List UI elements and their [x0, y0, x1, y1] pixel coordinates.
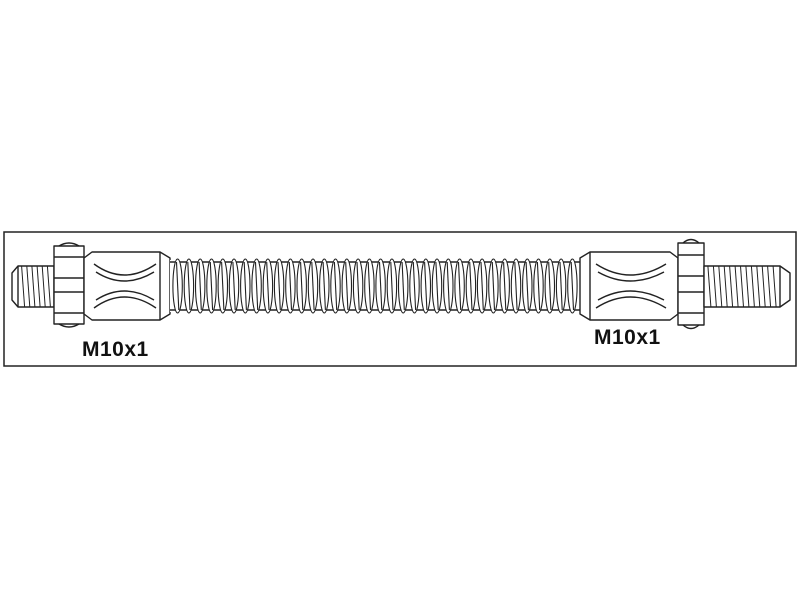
coil-turn-line — [175, 261, 180, 311]
coil-turn-line — [232, 261, 236, 311]
coil-turn-line — [209, 261, 214, 311]
left-thread-line — [31, 265, 36, 308]
coil-turn-line — [559, 261, 563, 311]
left-thread-line — [41, 265, 46, 308]
coil-turn-line — [525, 261, 529, 311]
coil-turn-line — [345, 261, 349, 311]
right-hex-nut-icon — [677, 238, 705, 330]
left-fitting-icon — [83, 251, 171, 321]
left-thread-line — [46, 265, 51, 308]
coil-turn-line — [503, 261, 507, 311]
coil-turn-line — [187, 261, 191, 311]
coil-turn-line — [390, 261, 394, 311]
right-threaded-end-icon — [703, 265, 791, 308]
right-thread-size-label: M10x1 — [594, 326, 661, 349]
coil-turn-line — [367, 261, 372, 311]
coil-turn-line — [198, 261, 202, 311]
coil-turn-line — [300, 261, 304, 311]
coil-turn-line — [322, 261, 326, 311]
right-thread-line — [740, 265, 744, 308]
right-thread-line — [723, 265, 728, 308]
left-thread-line — [21, 265, 26, 308]
coil-turn-line — [491, 261, 496, 311]
coil-turn-line — [254, 261, 259, 311]
coil-turn-line — [221, 261, 225, 311]
coil-turn-line — [333, 261, 338, 311]
coil-turn-line — [446, 261, 450, 311]
right-thread-line — [756, 265, 761, 308]
left-thread-line — [36, 265, 41, 308]
coil-turn-line — [480, 261, 484, 311]
coil-turn-line — [266, 261, 270, 311]
right-thread-line — [729, 265, 734, 308]
coil-turn-line — [288, 261, 293, 311]
coil-turn-line — [548, 261, 552, 311]
left-thread-line — [26, 265, 31, 308]
right-thread-line — [761, 265, 766, 308]
coil-turn-line — [514, 261, 518, 311]
coil-turn-line — [457, 261, 462, 311]
coil-turn-line — [277, 261, 281, 311]
coil-turn-line — [356, 261, 360, 311]
coil-turn-line — [469, 261, 473, 311]
right-thread-line — [767, 265, 772, 308]
coil-turn-line — [536, 261, 541, 311]
right-thread-line — [772, 265, 777, 308]
right-thread-line — [718, 265, 723, 308]
coil-spring-icon — [170, 258, 580, 314]
coil-turn-line — [243, 261, 247, 311]
right-fitting-icon — [579, 251, 679, 321]
right-thread-line — [734, 265, 739, 308]
coil-turn-line — [311, 261, 315, 311]
right-thread-line — [707, 265, 712, 308]
coil-turn-line — [570, 261, 575, 311]
coil-turn-line — [424, 261, 428, 311]
coil-turn-line — [401, 261, 405, 311]
right-thread-line — [750, 265, 755, 308]
right-thread-line — [745, 265, 750, 308]
left-hex-nut-icon — [53, 242, 85, 328]
coil-turn-line — [412, 261, 417, 311]
right-thread-line — [712, 265, 717, 308]
left-thread-size-label: M10x1 — [82, 338, 149, 361]
left-threaded-end-icon — [11, 265, 55, 308]
coil-turn-line — [435, 261, 439, 311]
coil-turn-line — [378, 261, 383, 311]
